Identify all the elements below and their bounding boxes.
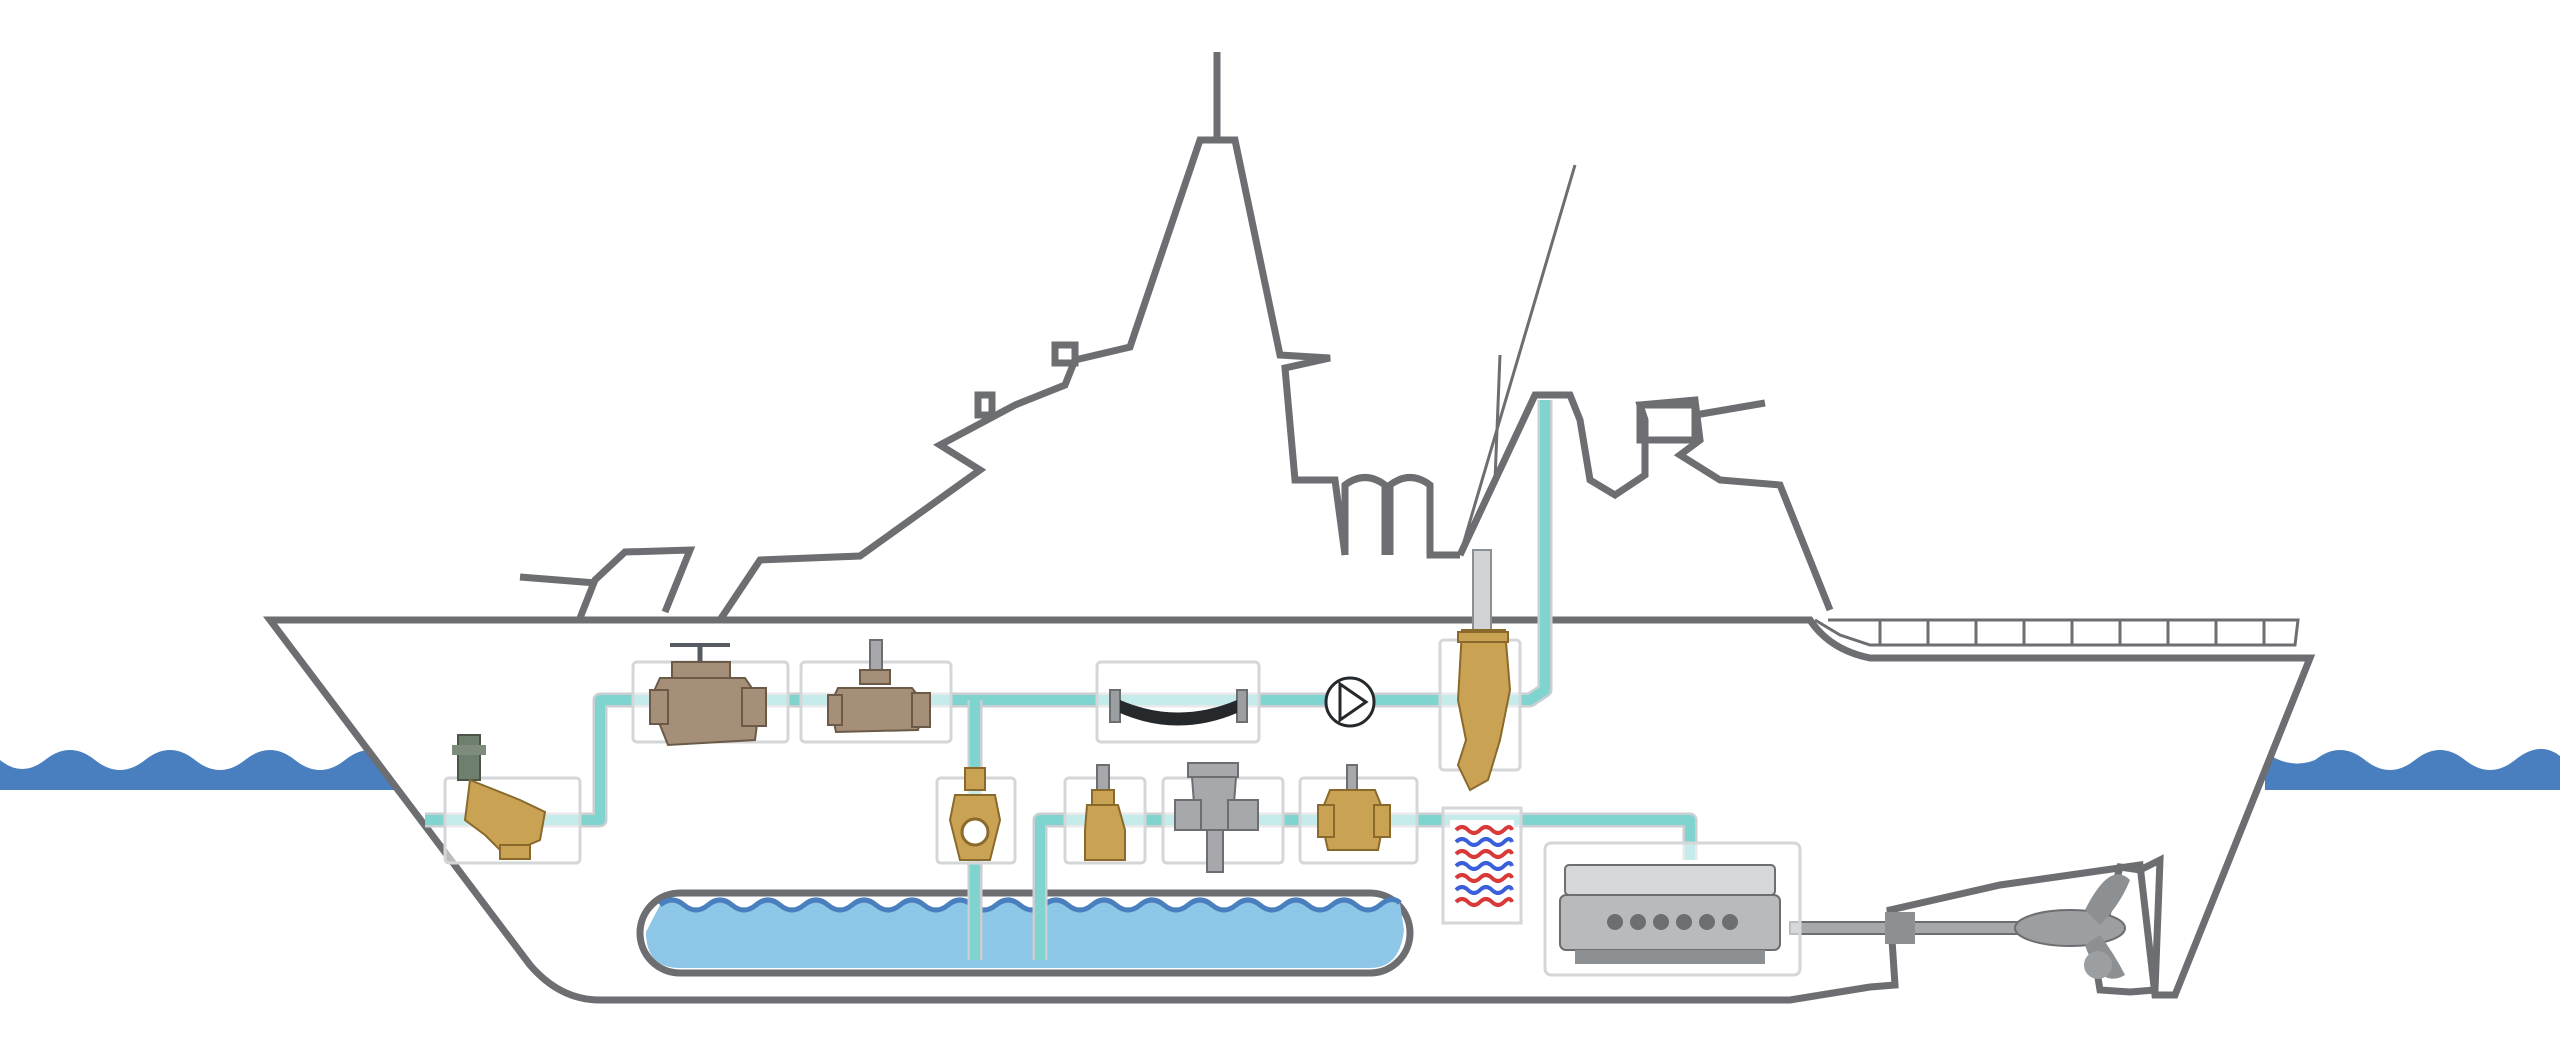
heat-exchanger-icon xyxy=(1441,806,1523,925)
angle-stop-valve-icon xyxy=(443,734,582,865)
ball-valve-icon xyxy=(1298,764,1419,865)
sea-waves-left xyxy=(0,750,395,790)
sea-waves-right xyxy=(2265,748,2560,790)
overboard-valve-icon xyxy=(1438,549,1522,792)
superstructure xyxy=(717,52,1834,622)
gate-valve-icon xyxy=(799,639,953,744)
flexible-hose-icon xyxy=(1095,660,1261,744)
strainer-icon xyxy=(1161,762,1285,873)
basket-strainer-icon xyxy=(631,643,790,747)
check-valve-icon xyxy=(1063,764,1147,865)
butterfly-valve-icon xyxy=(935,767,1017,865)
tank xyxy=(636,889,1414,977)
pump-symbol-icon xyxy=(1324,676,1376,728)
engine-icon xyxy=(1543,841,1802,977)
forward-gun xyxy=(519,546,696,620)
propeller-icon xyxy=(2014,874,2130,979)
